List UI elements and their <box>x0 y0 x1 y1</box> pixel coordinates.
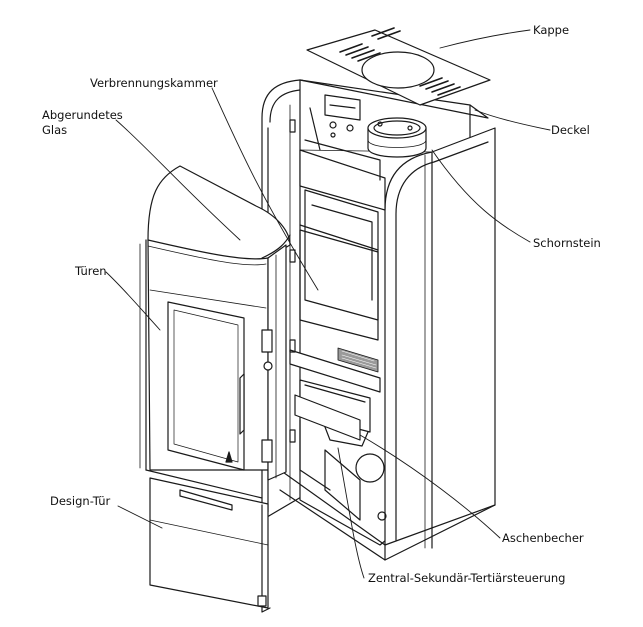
leader-tueren <box>105 271 161 331</box>
leader-abgerundetes-glas <box>115 119 241 241</box>
leader-aschenbecher <box>359 434 501 539</box>
label-abgerundetes-glas-line2: Glas <box>42 123 68 137</box>
front-top-block <box>299 149 386 211</box>
label-schornstein: Schornstein <box>533 236 601 250</box>
label-tueren: Türen <box>75 264 107 278</box>
ash-pan <box>294 394 361 441</box>
door-window <box>167 301 245 471</box>
leader-steuerung <box>337 447 365 579</box>
combustion-chamber <box>299 229 379 341</box>
label-abgerundetes-glas-line1: Abgerundetes <box>42 108 123 122</box>
label-design-tuer: Design-Tür <box>50 494 111 508</box>
label-aschenbecher: Aschenbecher <box>502 531 584 545</box>
right-front-panel <box>384 127 496 546</box>
label-verbrennungskammer: Verbrennungskammer <box>90 76 218 90</box>
leader-lines <box>105 29 551 579</box>
leader-deckel <box>474 109 551 131</box>
door-assembly <box>139 165 291 499</box>
top-cover-plate <box>306 27 491 106</box>
chimney-pipe <box>367 117 427 158</box>
leader-verbrennungskammer <box>211 87 319 291</box>
design-door-panel <box>149 477 271 613</box>
leader-schornstein <box>431 149 531 243</box>
grate <box>337 347 379 373</box>
label-steuerung: Zentral-Sekundär-Tertiärsteuerung <box>368 571 566 585</box>
leader-kappe <box>439 29 531 49</box>
door-handle <box>239 373 245 435</box>
label-kappe: Kappe <box>533 23 570 37</box>
label-deckel: Deckel <box>551 123 590 137</box>
leader-design-tuer <box>117 505 163 529</box>
